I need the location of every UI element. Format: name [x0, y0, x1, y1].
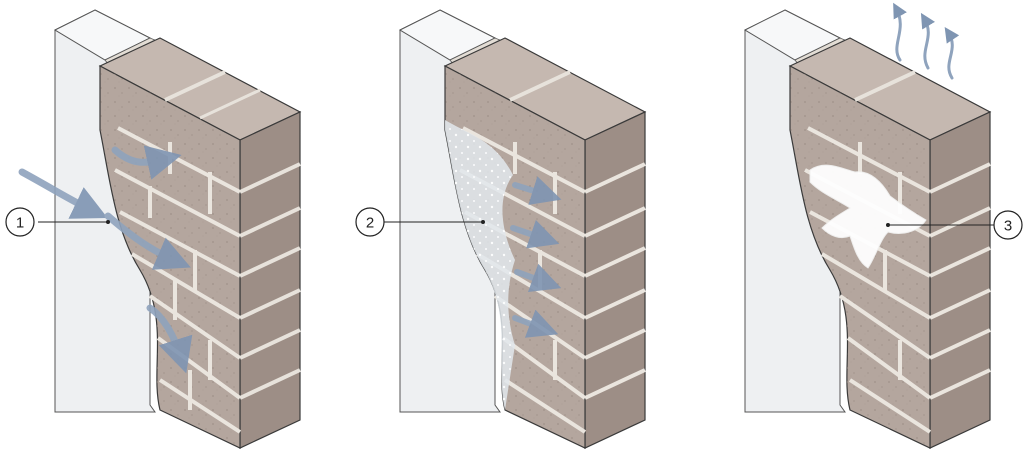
panel-1-wall-section: 1 — [5, 9, 302, 449]
callout-3-label: 3 — [1004, 218, 1012, 235]
water-ingress-arrows — [18, 145, 193, 374]
callout-1: 1 — [5, 207, 110, 237]
callout-2-label: 2 — [366, 215, 374, 232]
panel-2-wall-section: 2 — [355, 9, 647, 449]
callout-2: 2 — [355, 207, 485, 237]
callout-1-label: 1 — [16, 215, 24, 232]
efflorescence-patch — [809, 164, 927, 269]
callout-3: 3 — [886, 210, 1023, 240]
penetrating-sealant-arrows — [510, 176, 562, 338]
vapour-escape-arrows — [893, 2, 960, 80]
panel-3-wall-section: 3 — [743, 2, 1023, 449]
